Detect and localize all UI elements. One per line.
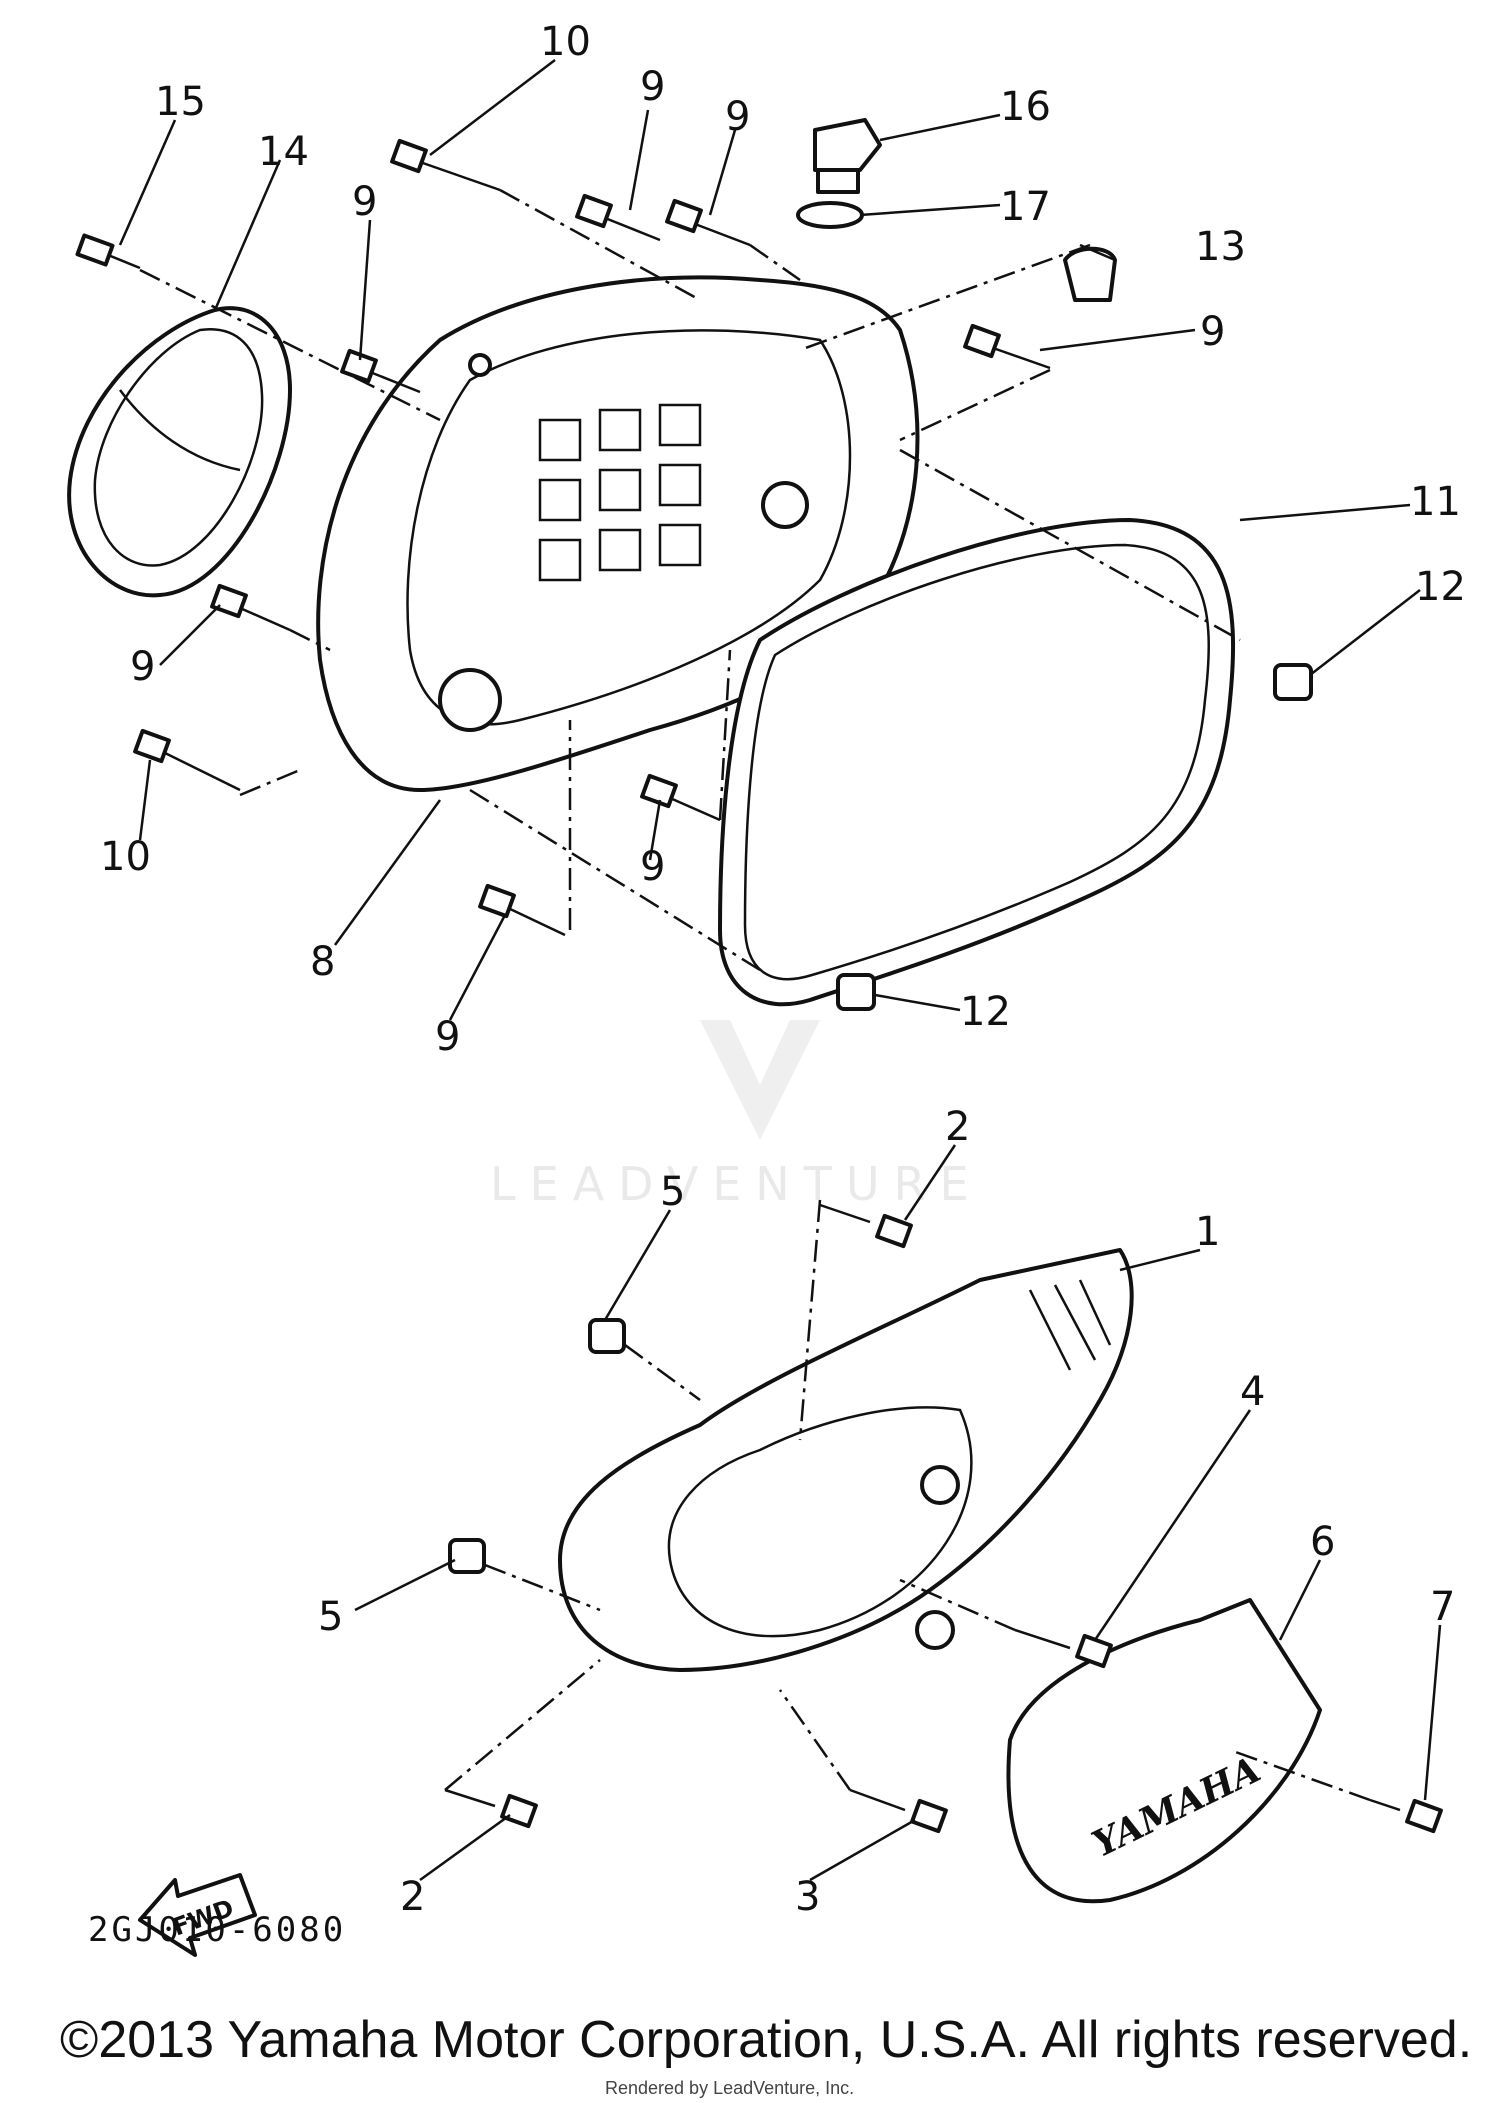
- callout-11: 11: [1410, 479, 1461, 525]
- callout-12-b: 12: [960, 989, 1011, 1035]
- callout-9-d: 9: [1200, 309, 1225, 355]
- callout-9-c: 9: [352, 179, 377, 225]
- dowel-5a: [588, 1318, 626, 1354]
- callout-6: 6: [1310, 1519, 1335, 1565]
- bolt-10a: [390, 138, 501, 192]
- callout-14: 14: [258, 129, 309, 175]
- part-13-plug: [1063, 246, 1117, 302]
- callout-7: 7: [1430, 1584, 1455, 1630]
- callout-9-f: 9: [640, 844, 665, 890]
- dowel-5b: [448, 1538, 486, 1574]
- bolt-9c: [340, 348, 421, 394]
- callout-10-bottom: 10: [100, 834, 151, 880]
- callout-9-a: 9: [640, 64, 665, 110]
- watermark-logo: LEADVENTURE: [490, 1020, 983, 1211]
- bolt-9e: [210, 583, 291, 632]
- copyright-notice: ©2013 Yamaha Motor Corporation, U.S.A. A…: [60, 2011, 1473, 2069]
- callout-9-g: 9: [435, 1014, 460, 1060]
- upper-bolts: [75, 138, 1313, 1011]
- bolt-9d: [963, 323, 1051, 370]
- bolt-9a: [575, 193, 661, 242]
- bolt-15: [75, 233, 141, 270]
- render-credit: Rendered by LeadVenture, Inc.: [605, 2078, 855, 2098]
- lower-guide-lines: [444, 1199, 1371, 1802]
- callout-13: 13: [1195, 224, 1246, 270]
- part-14-shroud: [67, 306, 292, 598]
- part-17-o-ring: [796, 201, 864, 229]
- callout-10-top: 10: [540, 19, 591, 65]
- lower-bolts: [444, 1203, 1443, 1834]
- callout-15: 15: [155, 79, 206, 125]
- callout-2-top: 2: [945, 1104, 970, 1150]
- bolt-3: [849, 1788, 948, 1834]
- callout-16: 16: [1000, 84, 1051, 130]
- part-6-clutch-cover: YAMAHA: [1006, 1598, 1322, 1904]
- callout-5-bottom: 5: [318, 1594, 343, 1640]
- dowel-12b: [836, 973, 876, 1011]
- callout-1: 1: [1195, 1209, 1220, 1255]
- bolt-4: [1014, 1628, 1113, 1669]
- dowel-12a: [1273, 663, 1313, 701]
- bolt-9b: [665, 198, 751, 247]
- callout-labels: 15 14 10 9 9 9 16 17 13 9 11 12 9 10 9 8…: [100, 19, 1466, 1920]
- callout-2-bottom: 2: [400, 1874, 425, 1920]
- callout-5-top: 5: [660, 1169, 685, 1215]
- catalog-code: 2GJ010-6080: [88, 1910, 347, 1950]
- callout-12-a: 12: [1415, 564, 1466, 610]
- leader-lines: [118, 59, 1442, 1882]
- upper-guide-lines: [139, 188, 1241, 972]
- bolt-9f: [640, 773, 721, 822]
- bolt-9g: [478, 883, 566, 937]
- bolt-2b: [444, 1788, 538, 1829]
- callout-9-b: 9: [725, 94, 750, 140]
- bolt-2a: [819, 1203, 913, 1249]
- bolt-10b: [133, 728, 241, 792]
- watermark-text: LEADVENTURE: [490, 1157, 983, 1211]
- callout-4: 4: [1240, 1369, 1265, 1415]
- part-16-filler-cap: [813, 118, 882, 194]
- callout-3: 3: [795, 1874, 820, 1920]
- callout-9-e: 9: [130, 644, 155, 690]
- callout-17: 17: [1000, 184, 1051, 230]
- part-1-crankcase-cover-right: [558, 1248, 1134, 1672]
- bolt-7: [1369, 1798, 1443, 1834]
- callout-8: 8: [310, 939, 335, 985]
